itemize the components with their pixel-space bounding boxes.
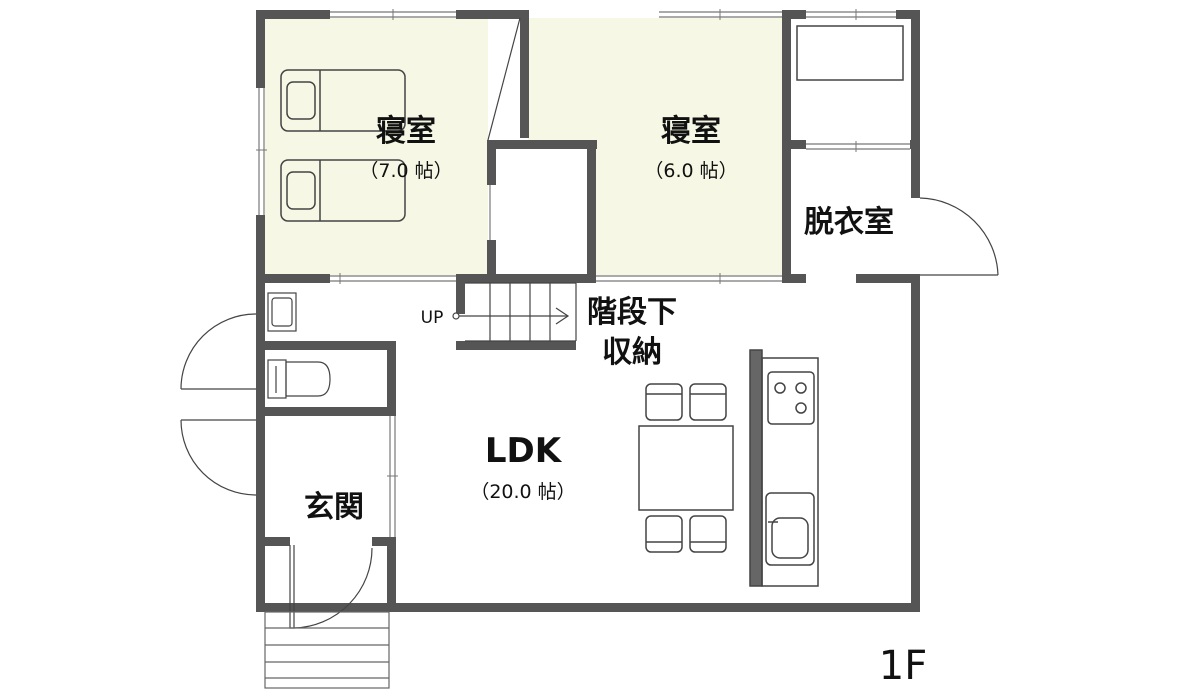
closet-diagonal: [487, 17, 521, 141]
bathtub: [796, 25, 904, 81]
kitchen-counter: [749, 349, 819, 587]
entrance-steps: [264, 611, 390, 689]
bedroom-right-size: （6.0 帖）: [644, 160, 737, 182]
bedroom-right-name: 寝室: [661, 114, 721, 149]
washbasin: [267, 292, 297, 332]
bedroom-left-name: 寝室: [376, 114, 436, 149]
ldk-size: （20.0 帖）: [470, 481, 575, 503]
bedroom-left-size: （7.0 帖）: [359, 160, 452, 182]
bedroom-right-floor: [528, 18, 782, 148]
stairs-up-label: UP: [421, 308, 444, 328]
dining-set: [638, 383, 734, 553]
dressing-room-name: 脱衣室: [804, 205, 894, 240]
windows: [258, 11, 910, 538]
floor-label: 1F: [879, 643, 927, 689]
ldk-name: LDK: [485, 431, 563, 471]
bed-bottom: [280, 159, 406, 222]
storage-label-line2: 収納: [602, 335, 662, 370]
bedroom-right-floor-lower: [592, 148, 782, 275]
window-ticks: [256, 9, 857, 477]
stairs: [452, 282, 577, 342]
walls: [256, 10, 920, 612]
bed-top: [280, 69, 406, 132]
storage-label-line1: 階段下: [587, 295, 677, 330]
entrance-name: 玄関: [304, 490, 364, 525]
toilet: [267, 359, 331, 399]
bedroom-left-floor: [265, 18, 488, 275]
